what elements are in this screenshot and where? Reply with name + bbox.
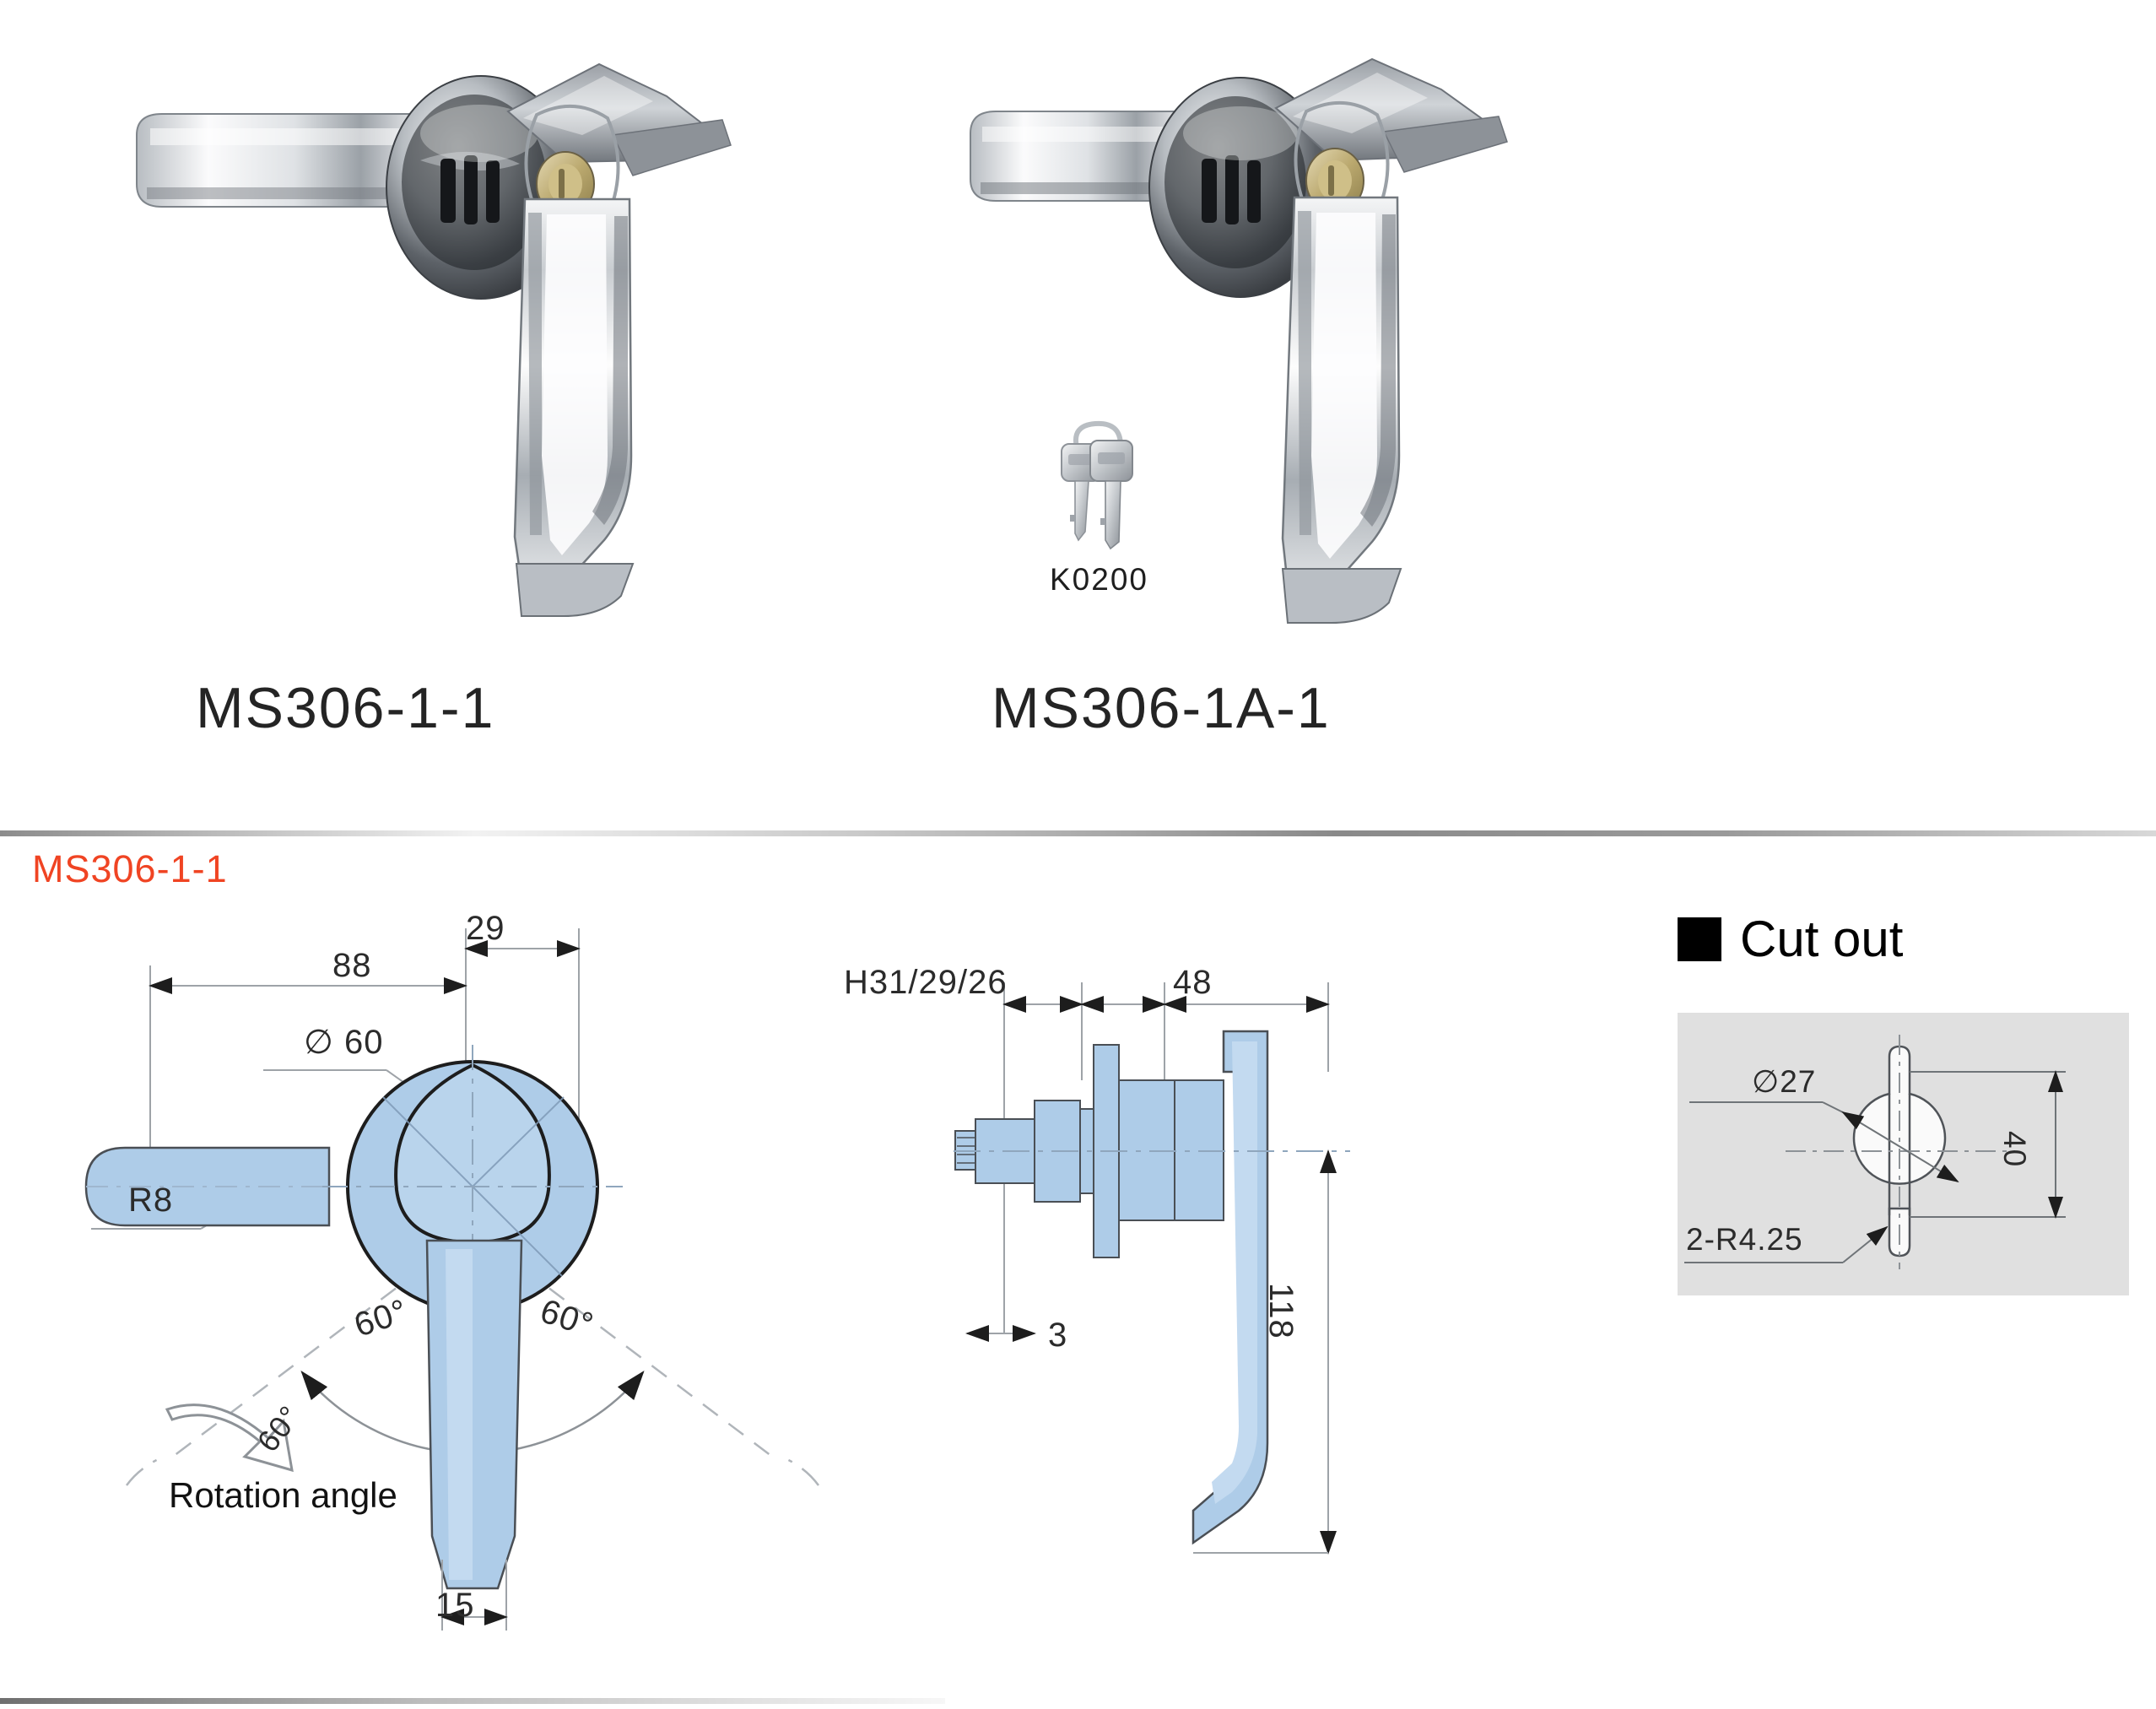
cutout-title: Cut out [1740,911,1904,967]
dimension-118: 118 [1262,1283,1300,1339]
keys-icon [1061,420,1133,550]
cutout-panel: ∅27 40 2-R4.25 [1678,1013,2129,1295]
key-code-label: K0200 [1050,562,1148,597]
cutout-header: Cut out [1678,910,1903,968]
dimension-r8: R8 [128,1182,174,1219]
product-caption-1: MS306-1-1 [196,676,495,740]
rotation-angle-label: Rotation angle [169,1475,397,1515]
side-view-drawing [954,982,1350,1555]
cutout-dimension-r425: 2-R4.25 [1686,1222,1803,1257]
product-caption-2: MS306-1A-1 [992,676,1331,740]
cutout-dimension-d27: ∅27 [1752,1064,1817,1099]
dimension-3: 3 [1048,1317,1068,1354]
cutout-dimension-40: 40 [1997,1131,2032,1168]
product-photo-band: MS306-1-1 [0,0,2156,836]
cutout-drawing [1684,1035,2066,1269]
cutout-bullet-icon [1678,917,1721,961]
dimension-29: 29 [466,910,505,947]
product-photo-ms306-1-1 [136,62,732,617]
dimension-15: 15 [435,1587,475,1624]
dimension-diameter-60: ∅ 60 [304,1024,384,1061]
front-view-drawing [84,928,820,1631]
drawing-model-label: MS306-1-1 [32,847,228,890]
dimension-48: 48 [1173,964,1213,1001]
dimension-h-variants: H31/29/26 [844,964,1008,1001]
section-divider-bottom [0,1698,945,1704]
section-divider-top [0,830,2156,836]
dimension-88: 88 [332,947,372,984]
product-photo-ms306-1a-1 [970,57,1508,624]
